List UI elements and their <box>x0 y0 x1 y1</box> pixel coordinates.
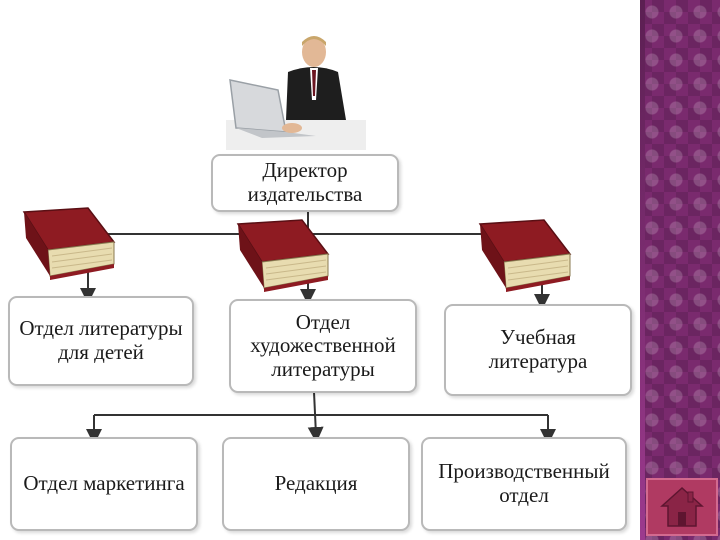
editorial-box: Редакция <box>222 437 410 531</box>
red-book-icon <box>22 207 116 280</box>
home-icon <box>660 486 704 527</box>
home-button[interactable] <box>646 478 718 536</box>
children-literature-box: Отдел литературы для детей <box>8 296 194 386</box>
businessman-at-laptop-icon <box>226 10 366 150</box>
director-box: Директор издательства <box>211 154 399 212</box>
marketing-department-box: Отдел маркетинга <box>10 437 198 531</box>
fiction-down-line <box>307 391 324 443</box>
decorative-side-strip <box>640 0 720 540</box>
red-book-icon <box>236 219 330 292</box>
production-department-box: Производственный отдел <box>421 437 627 531</box>
red-book-icon <box>478 219 572 292</box>
educational-literature-box: Учебная литература <box>444 304 632 396</box>
fiction-department-box: Отдел художественной литературы <box>229 299 417 393</box>
